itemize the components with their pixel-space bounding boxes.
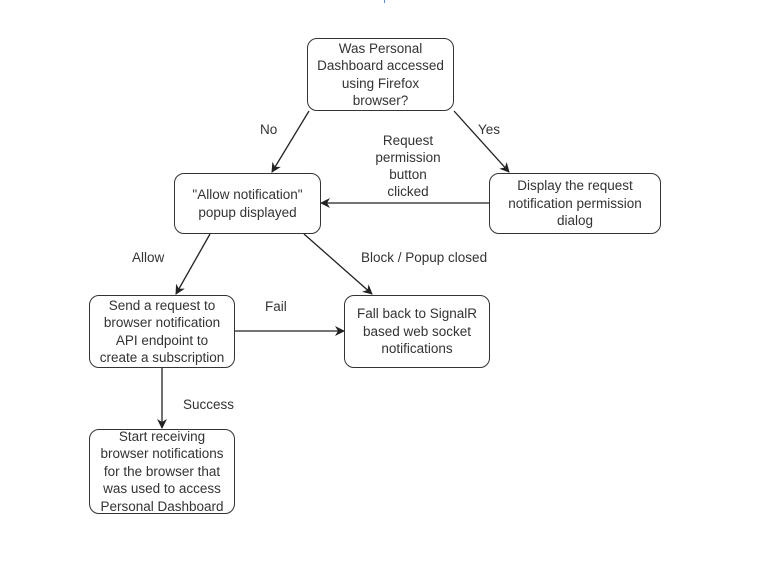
edge-no [271,110,310,173]
edge-label-fail: Fail [265,299,287,314]
edge-label-yes: Yes [478,122,501,137]
node-display-dialog: Display the request notification permiss… [489,173,661,234]
top-marker [384,0,385,3]
edge-label-no: No [260,122,278,137]
node-firefox-question: Was Personal Dashboard accessed using Fi… [307,38,454,111]
edge-label-request-permission: Request permission button clicked [375,133,441,199]
node-fallback-signalr: Fall back to SignalR based web socket no… [344,295,490,368]
edge-label-block: Block / Popup closed [361,250,488,265]
node-allow-popup: "Allow notification" popup displayed [174,173,321,234]
node-start-receiving: Start receiving browser notifications fo… [89,429,235,514]
edge-label-allow: Allow [132,250,165,265]
node-send-request: Send a request to browser notification A… [89,295,235,368]
edge-yes [453,110,510,173]
edge-allow [175,233,211,295]
edge-block [303,233,373,295]
edge-label-success: Success [183,397,235,412]
